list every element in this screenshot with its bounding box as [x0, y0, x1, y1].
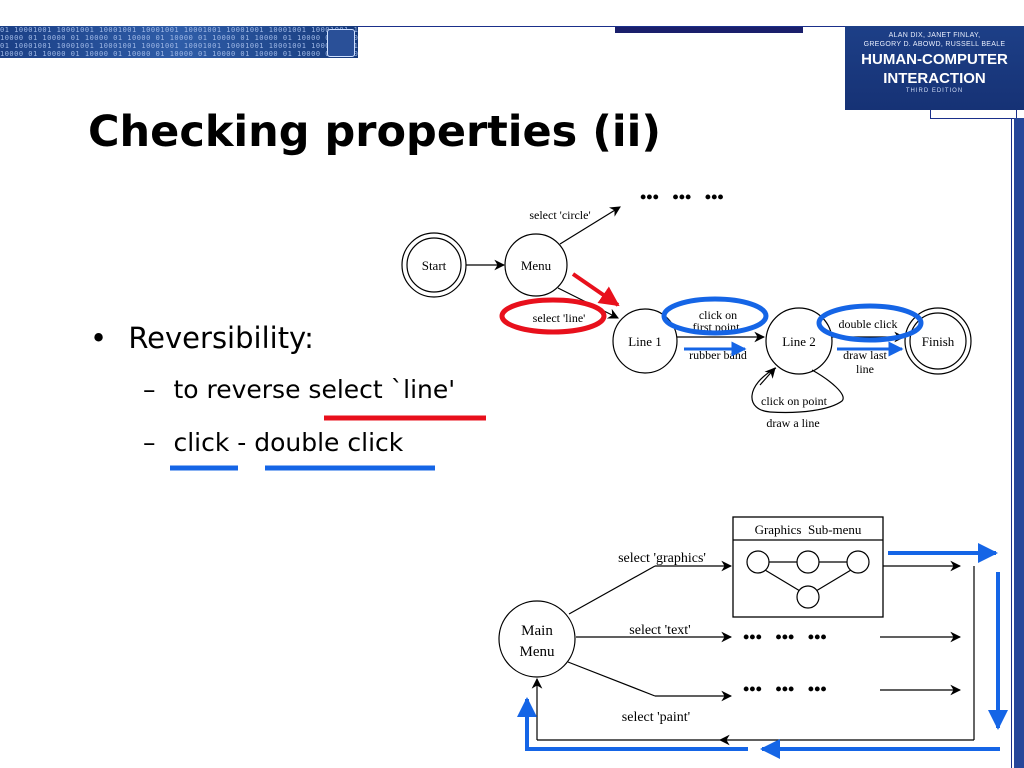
line2-state: [765, 307, 833, 375]
main-menu-state: [498, 600, 576, 678]
right-edge-band: [1014, 118, 1024, 768]
submenu-edge: [815, 569, 852, 592]
binary-header-strip: 01 10001001 10001001 10001001 10001001 1…: [0, 26, 358, 58]
main-menu-label: Main: [521, 623, 553, 639]
book-title-line: HUMAN-COMPUTER: [861, 51, 1008, 68]
sub-bullet-click: – click - double click: [143, 426, 403, 460]
ellipsis-text: ••• ••• •••: [743, 627, 827, 647]
label-click-on-point: click on point: [761, 394, 828, 408]
label-select-text: select 'text': [629, 623, 690, 638]
label-select-graphics: select 'graphics': [618, 551, 706, 566]
click-highlight: click: [173, 428, 230, 457]
ellipsis-paint: ••• ••• •••: [743, 679, 827, 699]
bullet-text: Reversibility:: [128, 321, 314, 355]
label-select-circle: select 'circle': [529, 208, 590, 222]
blue-ellipse-double-click: [816, 303, 924, 343]
binary-row: 10000 01 10000 01 10000 01 10000 01 1000…: [0, 34, 358, 42]
bottom-menu-diagram: Main Menu Graphics Sub-menu select 'grap…: [498, 516, 1008, 759]
separator-text: -: [229, 428, 255, 457]
binary-row: 10000 01 10000 01 10000 01 10000 01 1000…: [0, 50, 358, 58]
loop-click-on-point: [751, 367, 844, 414]
header-accent-bar: [615, 27, 803, 33]
slide-title: Checking properties (ii): [88, 107, 662, 157]
submenu-node: [846, 550, 870, 574]
dash-marker: –: [143, 428, 156, 457]
submenu-edge: [764, 569, 801, 592]
book-authors-line: ALAN DIX, JANET FINLAY,: [888, 32, 981, 39]
book-authors: ALAN DIX, JANET FINLAY, GREGORY D. ABOWD…: [845, 31, 1024, 49]
finish-state-inner: [909, 312, 967, 370]
submenu-node: [796, 585, 820, 609]
badge-frame: [930, 110, 1017, 119]
label-double-click: double click: [839, 317, 898, 331]
line1-state: [612, 308, 678, 374]
start-state-label: Start: [422, 258, 447, 273]
bullet-marker: •: [90, 321, 108, 355]
sub-bullet-reverse: – to reverse select `line': [143, 373, 455, 407]
start-state-inner: [406, 237, 462, 293]
arrow-select-paint: [567, 661, 656, 697]
label-line: line: [856, 362, 874, 376]
menu-state-label: Menu: [521, 258, 552, 273]
binary-row: 01 10001001 10001001 10001001 10001001 1…: [0, 42, 358, 50]
label-select-line: select 'line': [533, 311, 586, 325]
label-select-paint: select 'paint': [622, 710, 690, 725]
arrow-select-circle: [559, 206, 621, 245]
red-arrow: [571, 272, 620, 307]
submenu-title: Graphics Sub-menu: [755, 522, 862, 537]
blue-ellipse-click-on: [661, 296, 769, 336]
double-click-highlight: double click: [254, 428, 404, 457]
book-authors-line: GREGORY D. ABOWD, RUSSELL BEALE: [863, 41, 1006, 48]
right-edge-rule: [1011, 118, 1012, 768]
red-ellipse-select-line: [499, 297, 607, 335]
label-draw-a-line: draw a line: [766, 416, 819, 430]
chip-icon: [327, 29, 355, 57]
submenu-node: [746, 550, 770, 574]
label-click-on: click on: [699, 308, 737, 322]
book-cover-logo: ALAN DIX, JANET FINLAY, GREGORY D. ABOWD…: [845, 26, 1024, 110]
select-line-highlight: select `line': [308, 375, 456, 404]
binary-row: 01 10001001 10001001 10001001 10001001 1…: [0, 26, 358, 34]
ellipsis-top: ••• ••• •••: [640, 187, 724, 207]
header-rule: [358, 26, 860, 27]
submenu-node: [796, 550, 820, 574]
sub-bullet-text: to reverse: [173, 375, 309, 404]
loop-arrowhead: [759, 367, 776, 386]
dash-marker: –: [143, 375, 156, 404]
label-draw-last: draw last: [843, 348, 887, 362]
bullet-reversibility: • Reversibility:: [90, 318, 314, 358]
book-title-line: INTERACTION: [883, 70, 986, 87]
line1-state-label: Line 1: [628, 334, 662, 349]
finish-state-label: Finish: [922, 334, 955, 349]
main-menu-label: Menu: [520, 644, 555, 660]
arrow-select-graphics: [568, 565, 656, 615]
top-state-diagram: Start Menu Line 1 Line 2 Finish select '…: [401, 187, 972, 430]
blue-arrow-up: [517, 697, 748, 751]
line2-state-label: Line 2: [782, 334, 816, 349]
book-edition: THIRD EDITION: [905, 88, 964, 94]
